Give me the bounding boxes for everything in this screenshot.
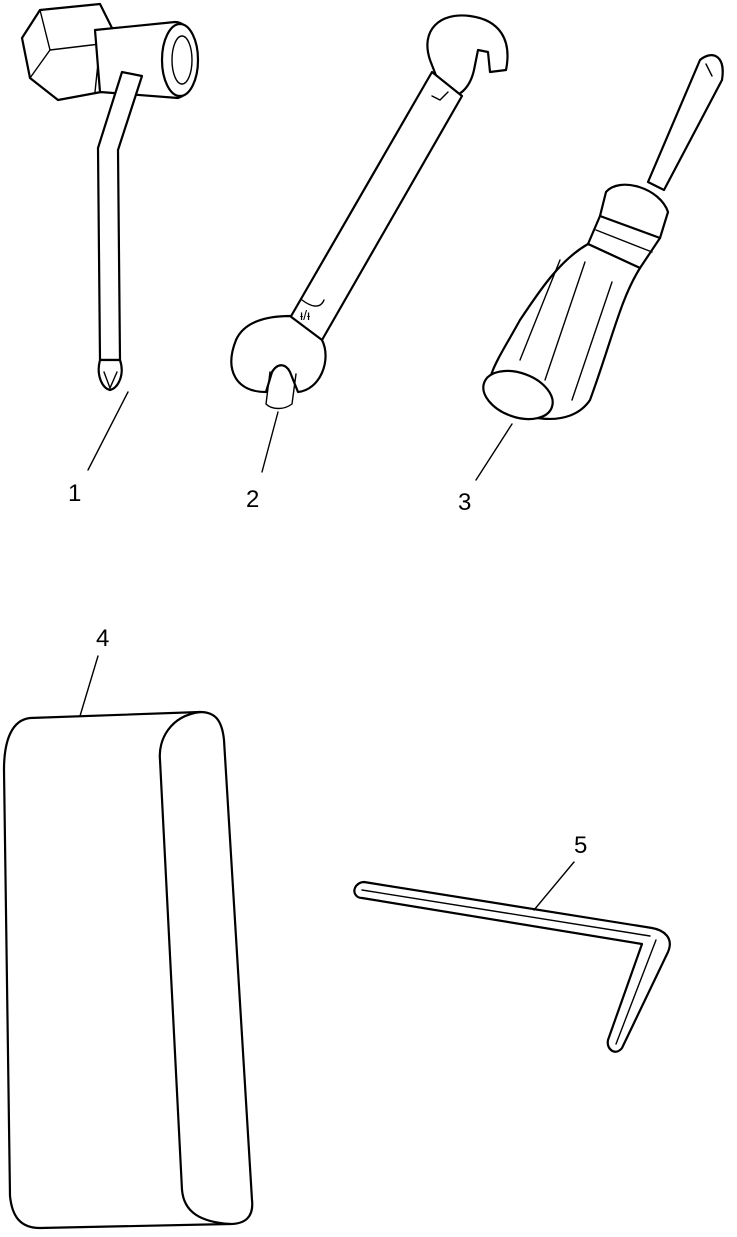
svg-text:ᵻ/ᵻ: ᵻ/ᵻ bbox=[300, 307, 310, 323]
screwdriver-illustration bbox=[482, 54, 724, 421]
callout-2: 2 bbox=[246, 486, 260, 513]
leader-line-3 bbox=[475, 423, 513, 481]
hex-key-illustration bbox=[353, 880, 671, 1053]
leader-line-2 bbox=[261, 411, 279, 473]
callout-1: 1 bbox=[68, 480, 82, 507]
leader-line-1 bbox=[87, 391, 129, 471]
tool-bag-illustration bbox=[2, 710, 254, 1230]
open-end-wrench-illustration: ᵻ/ᵻ bbox=[230, 14, 509, 410]
callout-5: 5 bbox=[574, 832, 588, 859]
leader-line-5 bbox=[533, 861, 575, 911]
spark-plug-wrench-illustration bbox=[20, 2, 200, 392]
callout-3: 3 bbox=[458, 489, 472, 516]
callout-4: 4 bbox=[96, 625, 110, 652]
leader-line-4 bbox=[79, 655, 99, 717]
